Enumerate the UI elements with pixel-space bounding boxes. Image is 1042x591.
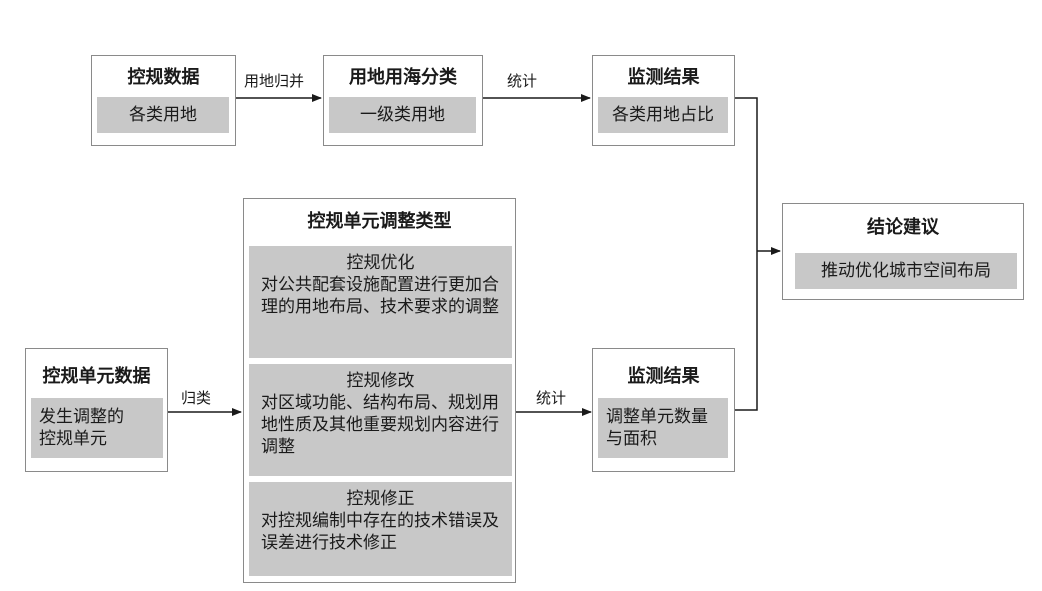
type-description: 对区域功能、结构布局、规划用地性质及其他重要规划内容进行调整: [261, 393, 499, 457]
node-conclusion: 结论建议 推动优化城市空间布局: [782, 203, 1024, 300]
type-name: 控规修正: [346, 489, 415, 509]
edge-label-stats-bottom: 统计: [536, 389, 567, 407]
node-monitoring-bottom: 监测结果 调整单元数量 与面积: [592, 348, 735, 472]
node-title: 控规数据: [127, 67, 200, 88]
node-title: 监测结果: [627, 366, 700, 387]
node-content: 调整单元数量 与面积: [598, 398, 728, 458]
node-title: 结论建议: [867, 217, 939, 238]
connector-bottom-to-conclusion: [735, 251, 758, 411]
node-content: 各类用地占比: [598, 97, 728, 133]
edge-label-stats-top: 统计: [507, 72, 538, 90]
node-regulatory-data: 控规数据 各类用地: [91, 55, 236, 146]
node-content: 各类用地: [97, 97, 229, 133]
edge-label-merge: 用地归并: [244, 72, 305, 90]
type-description: 对控规编制中存在的技术错误及误差进行技术修正: [261, 511, 499, 553]
node-unit-data: 控规单元数据 发生调整的 控规单元: [25, 348, 168, 472]
edge-label-classify: 归类: [181, 389, 212, 407]
node-title: 监测结果: [627, 67, 700, 88]
connector-top-to-conclusion: [735, 97, 758, 251]
node-monitoring-top: 监测结果 各类用地占比: [592, 55, 735, 146]
adjustment-type-correction: 控规修正 对控规编制中存在的技术错误及误差进行技术修正: [249, 482, 512, 576]
node-content: 推动优化城市空间布局: [795, 253, 1017, 289]
node-content: 发生调整的 控规单元: [31, 398, 163, 458]
type-name: 控规优化: [346, 253, 415, 273]
adjustment-type-optimization: 控规优化 对公共配套设施配置进行更加合理的用地布局、技术要求的调整: [249, 246, 512, 358]
type-description: 对公共配套设施配置进行更加合理的用地布局、技术要求的调整: [261, 275, 499, 317]
node-adjustment-types: 控规单元调整类型 控规优化 对公共配套设施配置进行更加合理的用地布局、技术要求的…: [243, 198, 516, 583]
node-content: 一级类用地: [329, 97, 476, 133]
node-land-sea-classification: 用地用海分类 一级类用地: [323, 55, 483, 146]
node-title: 控规单元调整类型: [307, 211, 452, 232]
adjustment-type-modification: 控规修改 对区域功能、结构布局、规划用地性质及其他重要规划内容进行调整: [249, 364, 512, 476]
node-title: 控规单元数据: [42, 366, 151, 387]
node-title: 用地用海分类: [349, 67, 457, 88]
type-name: 控规修改: [346, 371, 415, 391]
